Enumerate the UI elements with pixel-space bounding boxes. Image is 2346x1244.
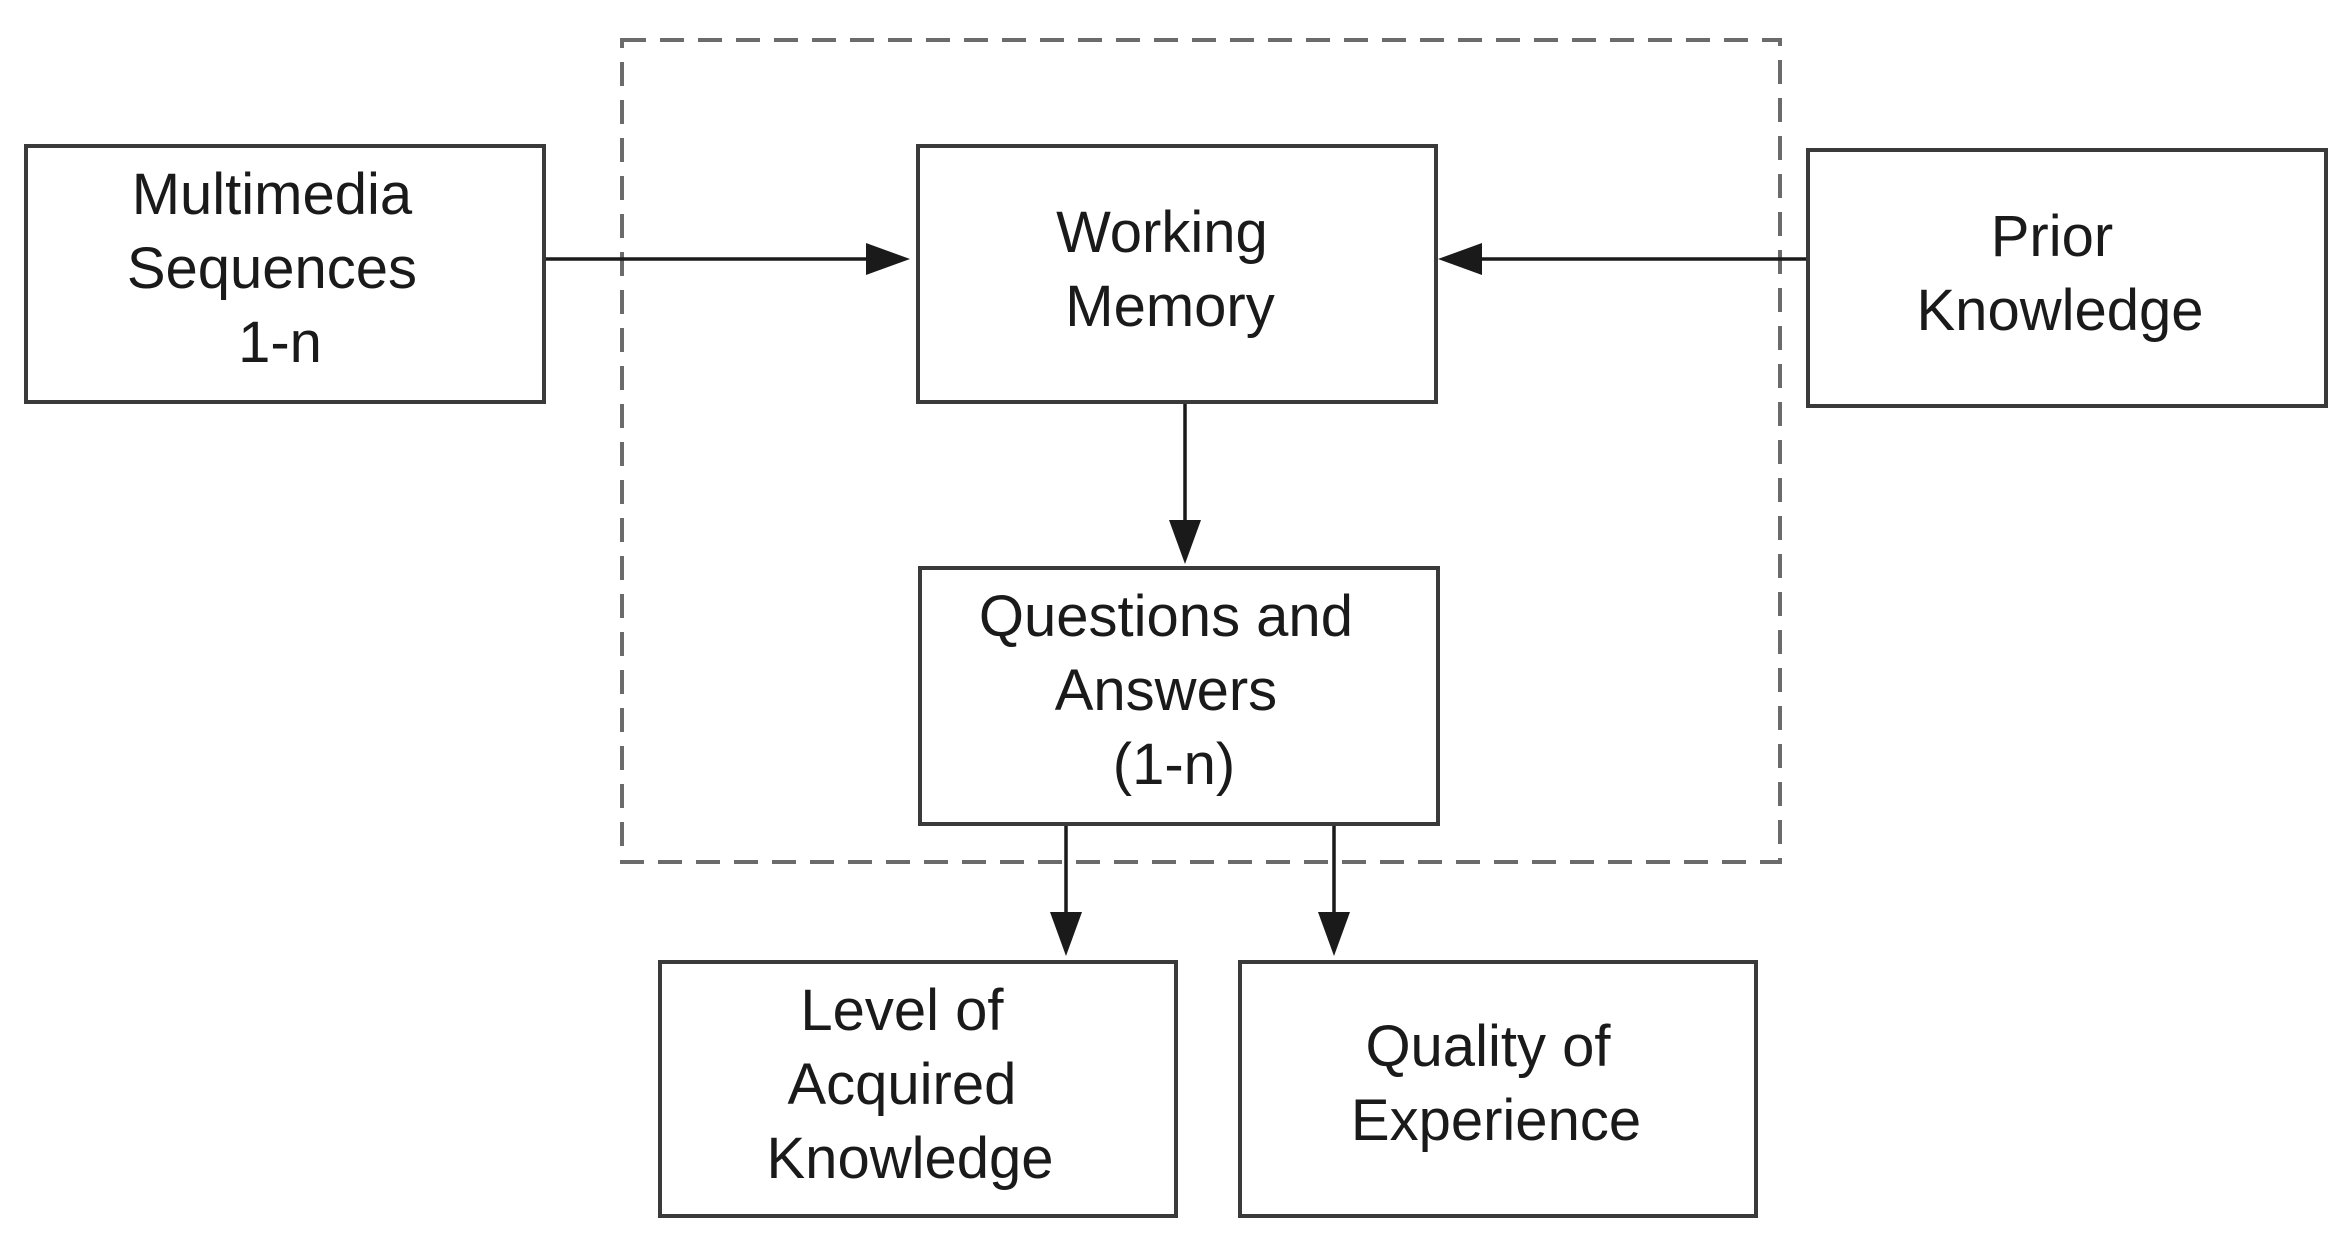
node-label: Prior Knowledge [1917, 204, 2204, 343]
node-box [918, 566, 1440, 826]
node-box [916, 144, 1438, 404]
arrowhead-working-memory-to-questions [1169, 520, 1201, 564]
node-label-line: Quality of [1365, 1014, 1611, 1079]
node-label-line: Working [1056, 200, 1268, 265]
arrowhead-multimedia-to-working-memory [866, 243, 910, 275]
node-label-line: Experience [1351, 1088, 1641, 1153]
arrowhead-prior-knowledge-to-working-memory [1438, 243, 1482, 275]
arrowhead-questions-to-quality-experience [1318, 912, 1350, 956]
node-working-memory: Working Memory [916, 144, 1438, 404]
node-box [24, 144, 546, 404]
node-label: Level of Acquired Knowledge [767, 978, 1054, 1191]
node-label-line: Knowledge [767, 1126, 1054, 1191]
dashed-group-frame [620, 38, 1782, 864]
node-label-line: Acquired [787, 1052, 1016, 1117]
node-box [658, 960, 1178, 1218]
node-label-line: Knowledge [1917, 278, 2204, 343]
node-label-line: Memory [1065, 274, 1274, 339]
node-label: Working Memory [1056, 200, 1284, 339]
node-box [1806, 148, 2328, 408]
node-label-line: Answers [1055, 658, 1277, 723]
node-level-of-acquired-knowledge: Level of Acquired Knowledge [658, 960, 1178, 1218]
node-label-line: Sequences [127, 236, 417, 301]
node-quality-of-experience: Quality of Experience [1238, 960, 1758, 1218]
node-label-line: Multimedia [132, 162, 413, 227]
node-label: Questions and Answers (1-n) [979, 584, 1369, 797]
arrowhead-questions-to-level-knowledge [1050, 912, 1082, 956]
node-label-line: Prior [1991, 204, 2113, 269]
node-questions-and-answers: Questions and Answers (1-n) [918, 566, 1440, 826]
node-label-line: Questions and [979, 584, 1353, 649]
node-label-line: 1-n [238, 310, 322, 375]
node-prior-knowledge: Prior Knowledge [1806, 148, 2328, 408]
node-box [1238, 960, 1758, 1218]
node-label: Quality of Experience [1351, 1014, 1641, 1153]
edges [544, 243, 1808, 956]
node-label: Multimedia Sequences 1-n [127, 162, 433, 375]
node-multimedia-sequences: Multimedia Sequences 1-n [24, 144, 546, 404]
node-label-line: (1-n) [1113, 732, 1235, 797]
node-label-line: Level of [800, 978, 1004, 1043]
